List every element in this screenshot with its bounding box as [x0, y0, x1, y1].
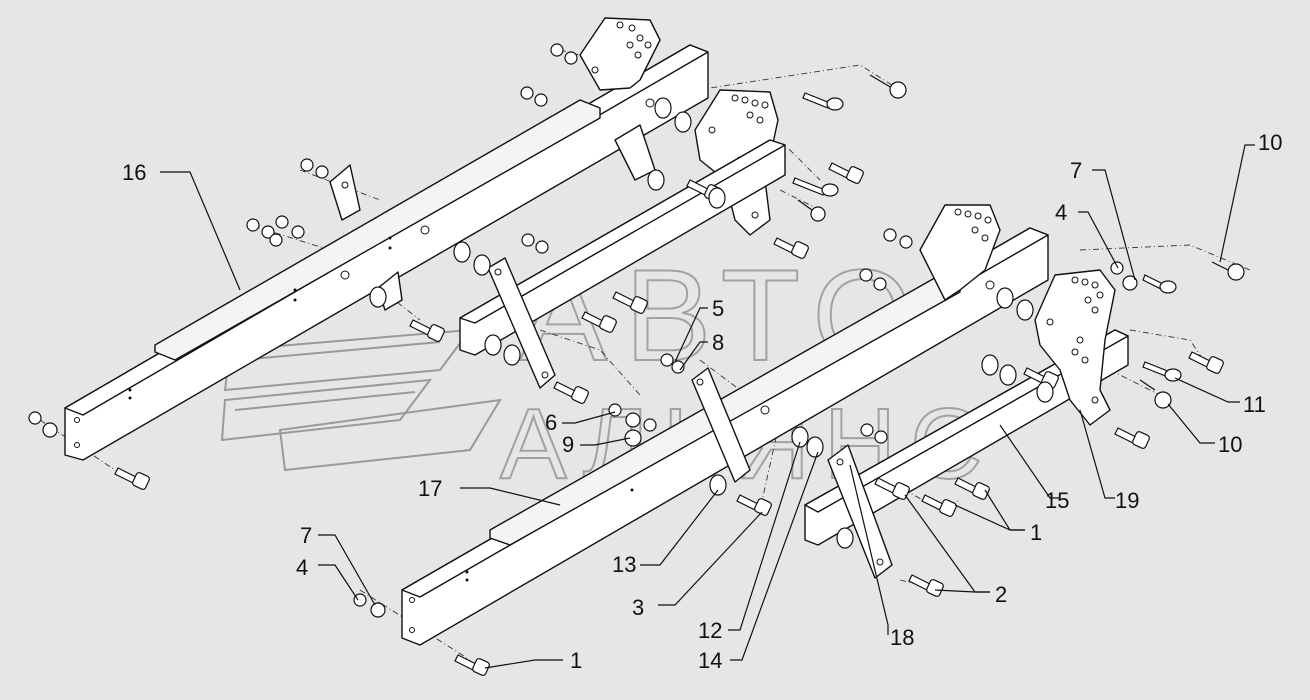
callout-1-bottom: 1 [570, 648, 582, 673]
bolt [1188, 351, 1224, 374]
callout-1-right: 1 [1030, 520, 1042, 545]
callout-5: 5 [712, 296, 724, 321]
callout-2: 2 [995, 582, 1007, 607]
callout-19: 19 [1115, 488, 1139, 513]
callout-8: 8 [712, 330, 724, 355]
bolt [736, 494, 772, 516]
bolt [908, 574, 944, 597]
callout-7-left: 7 [300, 523, 312, 548]
callout-12: 12 [698, 618, 722, 643]
callout-3: 3 [632, 595, 644, 620]
bolt [114, 467, 150, 490]
rail-upper-left [64, 44, 709, 461]
bolt [581, 311, 617, 333]
callout-10-top: 10 [1258, 130, 1282, 155]
callout-11: 11 [1243, 392, 1266, 417]
side-plate-upper-left [579, 17, 661, 181]
callout-10-bottom: 10 [1218, 432, 1242, 457]
strap-right [827, 444, 893, 579]
bolt [828, 162, 864, 184]
callout-4-left: 4 [296, 555, 308, 580]
spacer-bushings [369, 97, 1054, 549]
callout-18: 18 [890, 625, 914, 650]
callout-13: 13 [612, 552, 636, 577]
bolt [1114, 427, 1150, 449]
bolt [773, 237, 809, 259]
nuts-washers [28, 43, 1138, 618]
bolt [454, 654, 490, 676]
leader-lines [160, 144, 1255, 669]
bolts [114, 162, 1224, 676]
side-plate-right-front [1034, 269, 1116, 426]
bolt [921, 494, 957, 517]
bolt [409, 319, 445, 342]
pins-rings [792, 74, 1245, 409]
callout-16: 16 [122, 160, 146, 185]
callout-7-right: 7 [1070, 158, 1082, 183]
bolt [612, 291, 648, 314]
callout-6: 6 [545, 410, 557, 435]
callout-15: 15 [1045, 488, 1069, 513]
side-plate-right-back [919, 204, 1001, 301]
callout-labels: 1 1 2 3 4 4 5 6 7 7 8 9 10 10 11 12 13 1… [122, 130, 1282, 673]
bolt [553, 381, 589, 404]
strap-left [487, 257, 556, 389]
callout-9: 9 [562, 432, 574, 457]
bracket-small-middle [691, 367, 751, 483]
callout-14: 14 [698, 648, 722, 673]
callout-17: 17 [418, 476, 442, 501]
callout-4-right: 4 [1055, 200, 1067, 225]
